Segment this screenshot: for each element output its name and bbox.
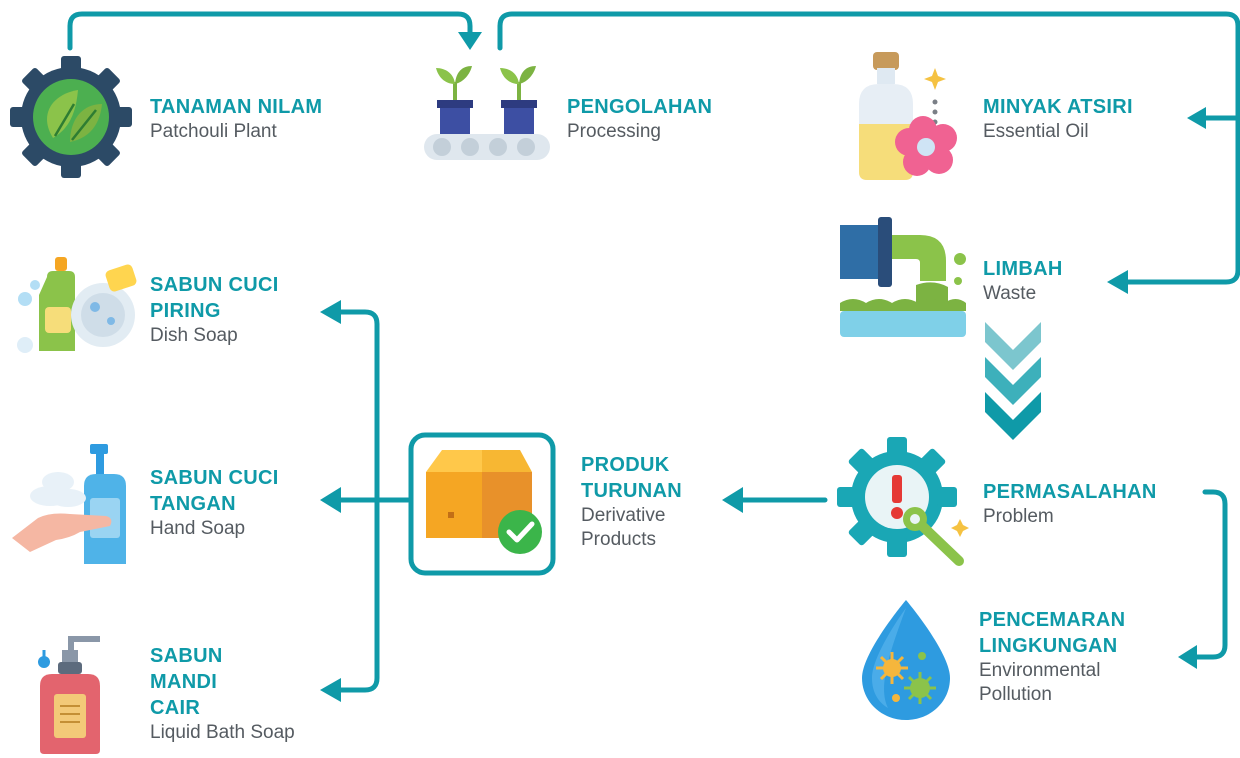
- down-chevrons-icon: [985, 322, 1041, 440]
- water-drop-germs-icon: [858, 598, 954, 724]
- node-subtitle: Processing: [567, 121, 661, 142]
- node-title: PERMASALAHAN: [983, 481, 1157, 503]
- sprout-conveyor-icon: [420, 60, 555, 165]
- node-essential-oil: MINYAK ATSIRI Essential Oil: [983, 94, 1133, 144]
- node-subtitle: Environmental Pollution: [979, 660, 1101, 705]
- connector-product-bus: [332, 309, 380, 693]
- node-title: PENGOLAHAN: [567, 96, 713, 118]
- gear-leaf-icon: [8, 54, 134, 180]
- arrowhead-to-dish-soap: [320, 300, 341, 324]
- node-title: TANAMAN NILAM: [150, 96, 323, 118]
- arrowhead-to-hand-soap: [320, 487, 341, 513]
- node-patchouli-plant: TANAMAN NILAM Patchouli Plant: [150, 94, 322, 144]
- arrowhead-to-pollution: [1178, 645, 1197, 669]
- node-subtitle: Essential Oil: [983, 121, 1089, 142]
- node-environmental-pollution: PENCEMARAN LINGKUNGAN Environmental Poll…: [979, 607, 1125, 707]
- arrowhead-to-processing: [458, 32, 482, 50]
- arrowhead-to-waste: [1107, 270, 1128, 294]
- box-check-icon[interactable]: [408, 432, 556, 576]
- node-processing: PENGOLAHAN Processing: [567, 94, 712, 144]
- connector-plant-to-processing: [67, 11, 473, 51]
- node-waste: LIMBAH Waste: [983, 256, 1063, 306]
- node-hand-soap: SABUN CUCI TANGAN Hand Soap: [150, 465, 279, 541]
- hand-soap-icon: [10, 442, 138, 570]
- node-subtitle: Hand Soap: [150, 518, 246, 539]
- node-title: PENCEMARAN LINGKUNGAN: [979, 609, 1126, 657]
- node-title: SABUN MANDI CAIR: [150, 645, 223, 719]
- node-title: MINYAK ATSIRI: [983, 96, 1133, 118]
- node-subtitle: Derivative Products: [581, 505, 666, 550]
- node-subtitle: Liquid Bath Soap: [150, 722, 295, 743]
- bath-soap-bottle-icon: [30, 632, 110, 756]
- node-subtitle: Waste: [983, 283, 1037, 304]
- arrowhead-to-derivative: [722, 487, 743, 513]
- node-derivative-products: PRODUK TURUNAN Derivative Products: [581, 452, 682, 552]
- node-title: PRODUK TURUNAN: [581, 454, 682, 502]
- node-liquid-bath-soap: SABUN MANDI CAIR Liquid Bath Soap: [150, 643, 295, 745]
- node-subtitle: Dish Soap: [150, 325, 238, 346]
- gear-wrench-icon: [835, 435, 975, 570]
- pipe-discharge-icon: [838, 215, 968, 340]
- connector-processing-to-right: [497, 11, 1240, 285]
- node-problem: PERMASALAHAN Problem: [983, 479, 1157, 529]
- node-title: SABUN CUCI TANGAN: [150, 467, 279, 515]
- dish-soap-icon: [15, 255, 140, 357]
- arrowhead-to-bath-soap: [320, 678, 341, 702]
- node-title: SABUN CUCI PIRING: [150, 274, 279, 322]
- node-title: LIMBAH: [983, 258, 1063, 280]
- connector-problem-to-pollution: [1187, 489, 1228, 660]
- node-dish-soap: SABUN CUCI PIRING Dish Soap: [150, 272, 279, 348]
- node-subtitle: Problem: [983, 506, 1054, 527]
- arrowhead-to-essential-oil: [1187, 107, 1206, 129]
- node-subtitle: Patchouli Plant: [150, 121, 277, 142]
- oil-bottle-flower-icon: [845, 50, 975, 185]
